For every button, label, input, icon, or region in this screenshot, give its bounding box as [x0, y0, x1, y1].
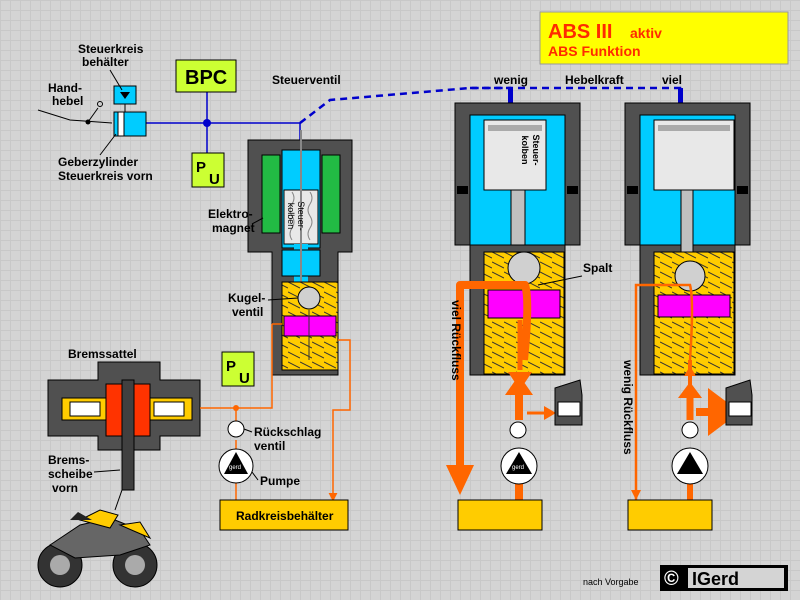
title-main: ABS III: [548, 21, 612, 43]
label-steuerkreis-1: Steuerkreis: [78, 42, 144, 56]
svg-text:gerd: gerd: [229, 465, 241, 471]
label-bremsscheibe-1: Brems-: [48, 453, 89, 467]
brand-name: IGerd: [692, 569, 739, 589]
label-viel: viel: [662, 73, 682, 87]
label-nach-vorgabe: nach Vorgabe: [583, 577, 639, 587]
ball-valve-icon: [297, 286, 321, 310]
label-bremsscheibe-3: vorn: [52, 481, 78, 495]
control-circuit: Steuerkreis behälter Hand- hebel Geberzy…: [37, 42, 682, 188]
pressure-sensor-top: [191, 152, 225, 188]
label-elektromagnet-2: magnet: [212, 221, 255, 235]
motorcycle-icon: [37, 509, 158, 588]
label-bremsscheibe-2: scheibe: [48, 467, 93, 481]
label-steuerkreis-2: behälter: [82, 55, 129, 69]
label-hebelkraft: Hebelkraft: [565, 73, 624, 87]
title-active: aktiv: [630, 25, 662, 41]
label-radkreis: Radkreisbehälter: [236, 509, 334, 523]
copyright-symbol: ©: [664, 568, 679, 590]
svg-text:U: U: [209, 171, 220, 188]
valve-wenig: wenig Hebelkraft viel Steuer- kolben Spa…: [446, 73, 682, 531]
label-handhebel-1: Hand-: [48, 81, 82, 95]
brake-caliper-circuit: Bremssattel Brems- scheibe vorn P U gerd…: [47, 324, 351, 531]
rueckschlagventil: [227, 420, 245, 438]
svg-text:gerd: gerd: [512, 465, 524, 471]
label-wenig-rueckfluss: wenig Rückfluss: [621, 359, 635, 455]
valve-left: Steuer- kolben Elektro- magnet Kugel- ve…: [208, 130, 353, 376]
label-geberzylinder-1: Geberzylinder: [58, 155, 138, 169]
svg-text:Steuer-: Steuer-: [296, 201, 306, 231]
label-rueckschlag-2: ventil: [254, 439, 285, 453]
title-sub: ABS Funktion: [548, 43, 641, 59]
label-viel-rueckfluss: viel Rückfluss: [449, 300, 463, 381]
label-pumpe: Pumpe: [260, 474, 300, 488]
radkreisbehaelter: [219, 499, 349, 531]
svg-text:kolben: kolben: [520, 135, 530, 164]
bpc-label: BPC: [185, 67, 227, 89]
valve-viel: wenig Rückfluss: [621, 88, 753, 531]
brand-logo: © IGerd: [660, 565, 788, 591]
svg-text:U: U: [239, 370, 250, 387]
svg-text:kolben: kolben: [286, 203, 296, 230]
label-wenig: wenig: [493, 73, 528, 87]
label-geberzylinder-2: Steuerkreis vorn: [58, 169, 153, 183]
svg-text:Steuer-: Steuer-: [531, 134, 541, 165]
label-rueckschlag-1: Rückschlag: [254, 425, 321, 439]
label-steuerventil: Steuerventil: [272, 73, 341, 87]
pressure-sensor-bottom: [221, 351, 255, 387]
label-kugelventil-2: ventil: [232, 305, 263, 319]
solenoid-icon: [261, 154, 281, 234]
label-handhebel-2: hebel: [52, 94, 83, 108]
junction-dot: [203, 119, 211, 127]
label-kugelventil-1: Kugel-: [228, 291, 265, 305]
title-box: ABS III aktiv ABS Funktion: [539, 11, 789, 65]
svg-text:P: P: [196, 159, 206, 176]
bpc-box: [175, 59, 237, 93]
ball-valve-icon: [507, 251, 541, 285]
svg-text:P: P: [226, 358, 236, 375]
label-spalt: Spalt: [583, 261, 612, 275]
label-elektromagnet-1: Elektro-: [208, 207, 253, 221]
steuerventil-dashed-line: [299, 86, 512, 124]
label-bremssattel: Bremssattel: [68, 347, 137, 361]
handhebel: [37, 109, 113, 124]
bremsscheibe: [121, 379, 135, 491]
